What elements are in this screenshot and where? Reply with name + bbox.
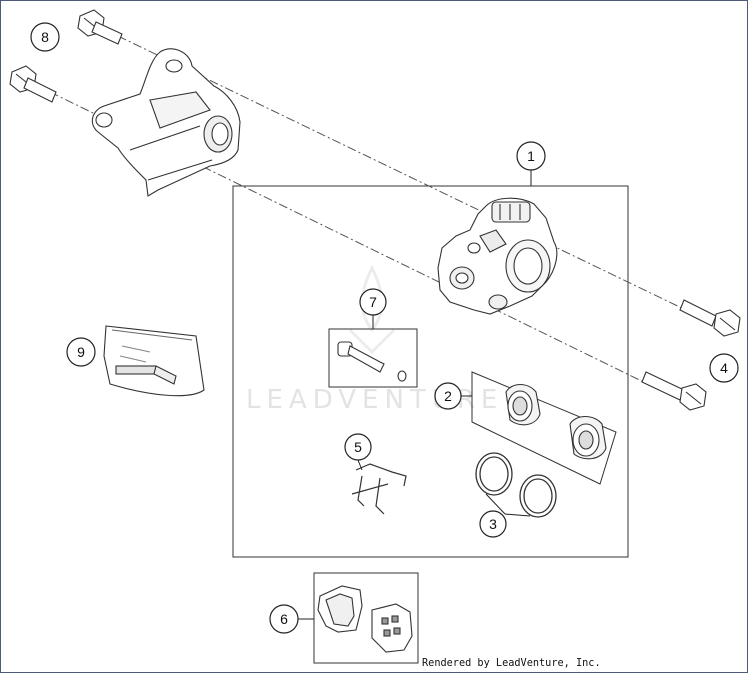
brake-pads — [317, 585, 413, 653]
rendered-by-footer: Rendered by LeadVenture, Inc. — [422, 656, 601, 669]
callout-8-label: 8 — [41, 29, 49, 45]
brake-caliper — [437, 197, 558, 315]
callout-2[interactable]: 2 — [434, 382, 462, 410]
callout-1[interactable]: 1 — [516, 141, 546, 171]
piston-seals — [475, 452, 557, 518]
callout-9-label: 9 — [77, 344, 85, 360]
bolt-top — [77, 9, 123, 45]
caliper-kit-box — [232, 185, 629, 558]
assembly-axis-lines — [49, 35, 691, 391]
callout-5[interactable]: 5 — [344, 433, 372, 461]
bolt-right-upper — [679, 299, 741, 337]
leader-lines — [298, 170, 532, 620]
callout-8[interactable]: 8 — [30, 22, 60, 52]
caliper-bracket — [91, 48, 241, 197]
bolt-right-lower — [641, 371, 707, 411]
callout-6[interactable]: 6 — [269, 604, 299, 634]
callout-7[interactable]: 7 — [359, 288, 387, 316]
callout-7-label: 7 — [369, 294, 377, 310]
piston-kit-box — [471, 371, 617, 485]
grease-packet — [103, 325, 205, 397]
callout-9[interactable]: 9 — [66, 337, 96, 367]
pad-spring — [351, 463, 407, 515]
callout-2-label: 2 — [444, 388, 452, 404]
pistons — [505, 383, 607, 460]
callout-3[interactable]: 3 — [479, 510, 507, 538]
bolt-left — [9, 65, 57, 103]
callout-4-label: 4 — [720, 360, 728, 376]
watermark-text: LEADVENTURE — [246, 385, 503, 415]
brake-pad-box — [313, 572, 419, 664]
callout-1-label: 1 — [527, 148, 535, 164]
callout-4[interactable]: 4 — [709, 353, 739, 383]
callout-5-label: 5 — [354, 439, 362, 455]
guide-pin — [337, 341, 407, 382]
callout-6-label: 6 — [280, 611, 288, 627]
callout-3-label: 3 — [489, 516, 497, 532]
